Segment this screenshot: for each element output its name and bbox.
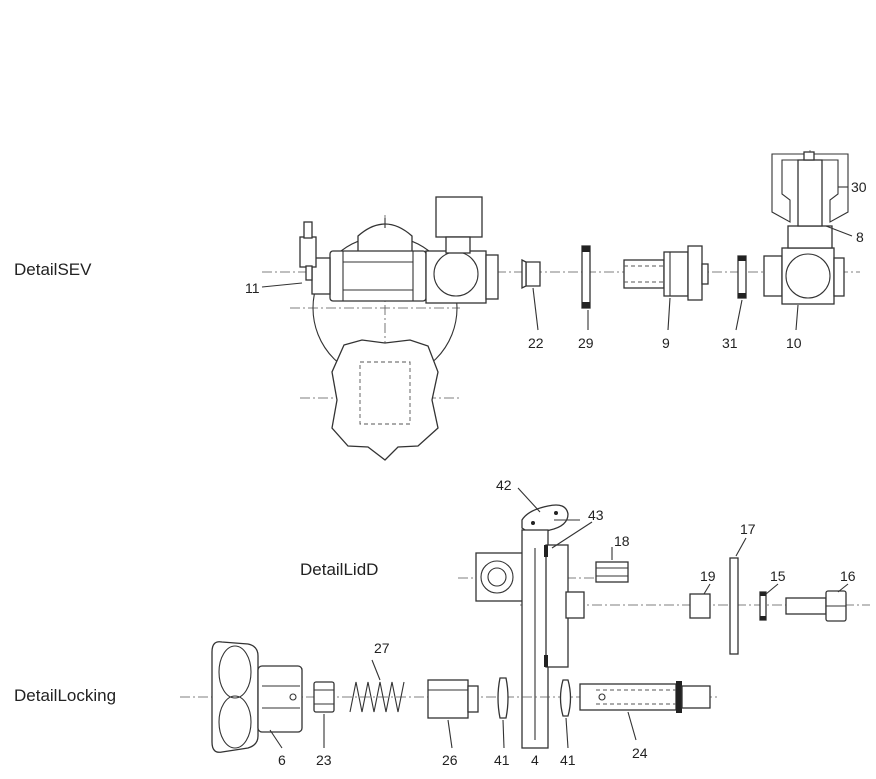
section-label-locking: DetailLocking xyxy=(14,686,117,705)
section-label-lid: DetailLidD xyxy=(300,560,379,579)
part-number: 6 xyxy=(278,752,286,768)
locking-assembly: 27 6 23 26 41 4 41 24 xyxy=(180,640,720,768)
part-number: 31 xyxy=(722,335,738,351)
part-number: 43 xyxy=(588,507,604,523)
part-number: 29 xyxy=(578,335,594,351)
part-number: 42 xyxy=(496,477,512,493)
part-number: 8 xyxy=(856,229,864,245)
part-number: 23 xyxy=(316,752,332,768)
part-number: 18 xyxy=(614,533,630,549)
part-number: 22 xyxy=(528,335,544,351)
section-label-sev: DetailSEV xyxy=(14,260,92,279)
part-number: 19 xyxy=(700,568,716,584)
part-number: 24 xyxy=(632,745,648,761)
part-number: 30 xyxy=(851,179,867,195)
part-number: 15 xyxy=(770,568,786,584)
part-number: 26 xyxy=(442,752,458,768)
part-number: 10 xyxy=(786,335,802,351)
part-number: 27 xyxy=(374,640,390,656)
part-number: 17 xyxy=(740,521,756,537)
part-number: 9 xyxy=(662,335,670,351)
sev-assembly: 11 22 29 9 31 10 30 8 xyxy=(245,150,867,461)
part-number: 41 xyxy=(560,752,576,768)
part-number: 4 xyxy=(531,752,539,768)
part-number: 41 xyxy=(494,752,510,768)
part-number: 11 xyxy=(245,280,260,296)
part-number: 16 xyxy=(840,568,856,584)
lid-assembly: 42 43 18 17 19 15 16 xyxy=(458,477,870,749)
